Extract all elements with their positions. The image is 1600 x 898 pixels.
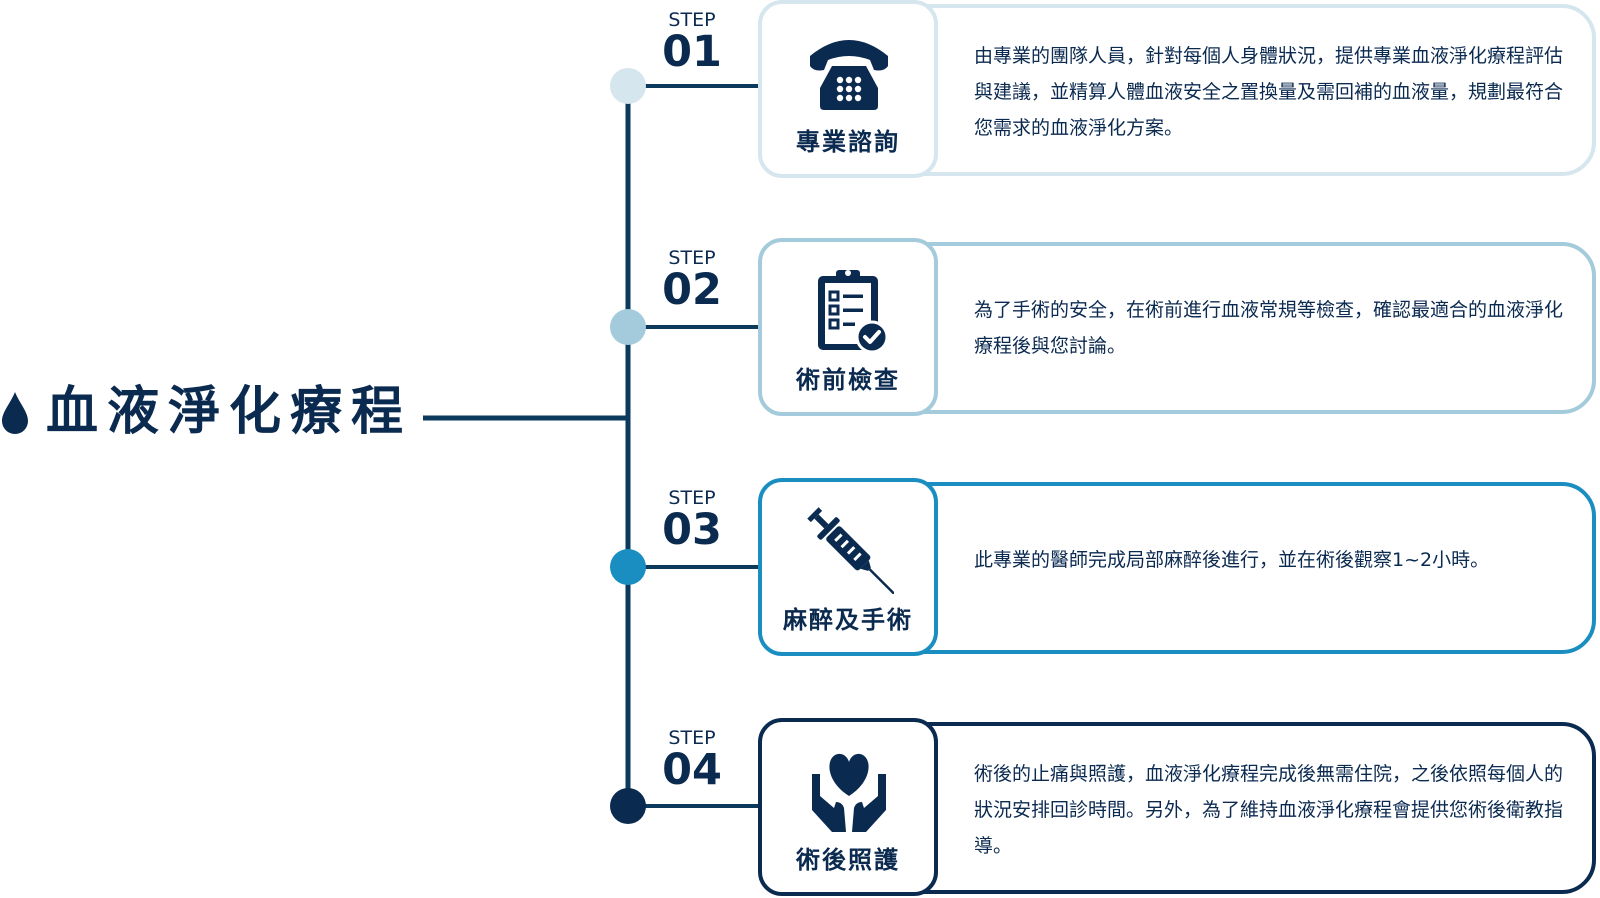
step-word: STEP xyxy=(668,9,716,31)
step-01-icon-box: 專業諮詢 xyxy=(758,0,938,178)
telephone-icon xyxy=(810,40,888,110)
step-number: 03 xyxy=(662,505,722,555)
step-02-icon-box: 術前檢查 xyxy=(758,238,938,416)
step-01-label: STEP 01 xyxy=(657,10,727,74)
step-01-title: 專業諮詢 xyxy=(796,128,900,156)
step-04-title: 術後照護 xyxy=(796,846,900,874)
step-01-node xyxy=(610,68,646,104)
step-02-description: 為了手術的安全，在術前進行血液常規等檢查，確認最適合的血液淨化療程後與您討論。 xyxy=(974,299,1564,357)
clipboard-check-icon xyxy=(818,270,889,354)
step-number: 02 xyxy=(662,265,722,315)
hands-heart-icon xyxy=(812,753,886,832)
step-word: STEP xyxy=(668,247,716,269)
step-02-label: STEP 02 xyxy=(657,248,727,312)
step-01-description: 由專業的團隊人員，針對每個人身體狀況，提供專業血液淨化療程評估與建議，並精算人體… xyxy=(974,45,1564,139)
step-03-node xyxy=(610,549,646,585)
step-number: 01 xyxy=(662,27,722,77)
step-word: STEP xyxy=(668,727,716,749)
step-04-label: STEP 04 xyxy=(657,728,727,792)
step-03-title: 麻醉及手術 xyxy=(783,606,913,634)
step-03-label: STEP 03 xyxy=(657,488,727,552)
step-number: 04 xyxy=(662,745,722,795)
diagram-title: 血液淨化療程 xyxy=(46,382,413,442)
syringe-icon xyxy=(807,507,894,594)
step-03-icon-box: 麻醉及手術 xyxy=(758,478,938,656)
blood-drop-icon xyxy=(2,392,28,434)
step-02-node xyxy=(610,309,646,345)
step-04-icon-box: 術後照護 xyxy=(758,718,938,896)
step-word: STEP xyxy=(668,487,716,509)
diagram-title-group: 血液淨化療程 xyxy=(0,386,412,438)
step-04-description: 術後的止痛與照護，血液淨化療程完成後無需住院，之後依照每個人的狀況安排回診時間。… xyxy=(974,763,1564,857)
step-04-node xyxy=(610,788,646,824)
step-03-description: 此專業的醫師完成局部麻醉後進行，並在術後觀察1~2小時。 xyxy=(974,549,1490,571)
step-02-title: 術前檢查 xyxy=(796,366,900,394)
